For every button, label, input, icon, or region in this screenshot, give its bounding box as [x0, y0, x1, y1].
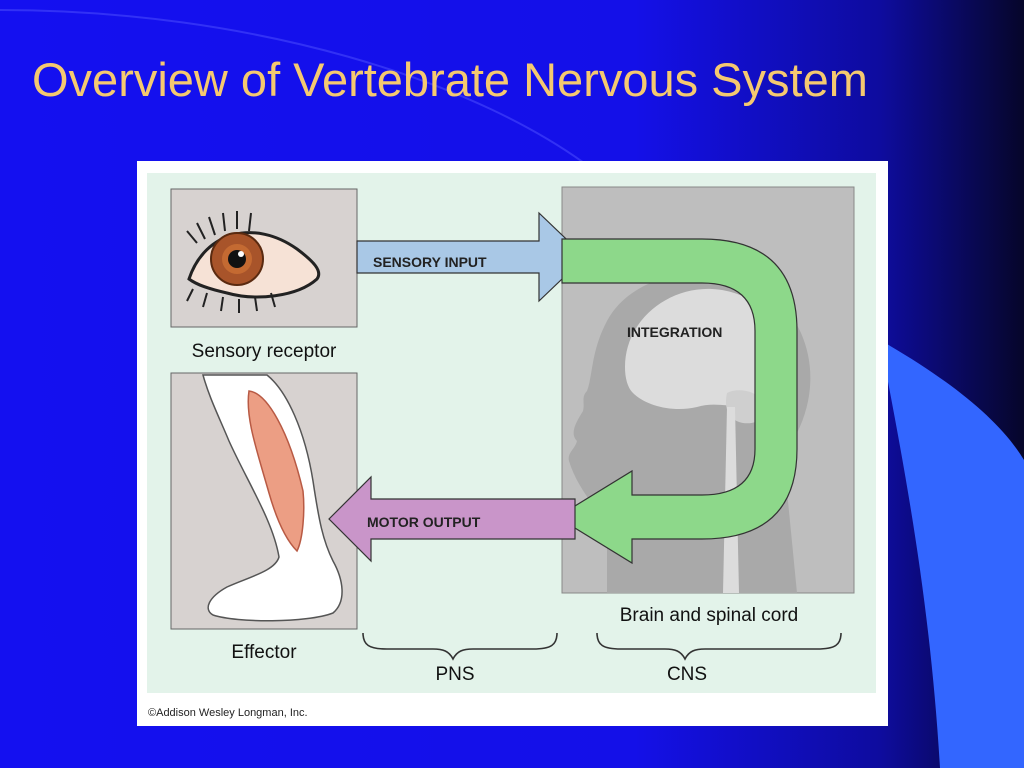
integration-arrow: [555, 238, 798, 565]
sensory-receptor-label: Sensory receptor: [192, 341, 337, 362]
slide-title: Overview of Vertebrate Nervous System: [32, 53, 868, 106]
brain-spinal-label: Brain and spinal cord: [620, 605, 799, 626]
nervous-system-figure: SENSORY INPUT INTEGRATION MOTOR OUTPUT S…: [137, 161, 888, 726]
eye-illustration: [186, 211, 321, 313]
pns-label: PNS: [435, 664, 474, 685]
motor-output-arrow: [328, 475, 576, 563]
cns-brace: [596, 632, 842, 661]
leg-illustration: [202, 374, 343, 622]
copyright-notice: ©Addison Wesley Longman, Inc.: [148, 707, 308, 719]
sensory-input-label: SENSORY INPUT: [373, 254, 487, 270]
background-swoosh-accent: [880, 340, 1024, 768]
effector-label: Effector: [231, 642, 297, 663]
cns-label: CNS: [667, 664, 707, 685]
background-swoosh-line: [0, 9, 601, 176]
motor-output-label: MOTOR OUTPUT: [367, 514, 481, 530]
pns-brace: [362, 632, 558, 661]
integration-label: INTEGRATION: [627, 324, 722, 340]
figure-diagram: SENSORY INPUT INTEGRATION MOTOR OUTPUT S…: [147, 173, 876, 693]
